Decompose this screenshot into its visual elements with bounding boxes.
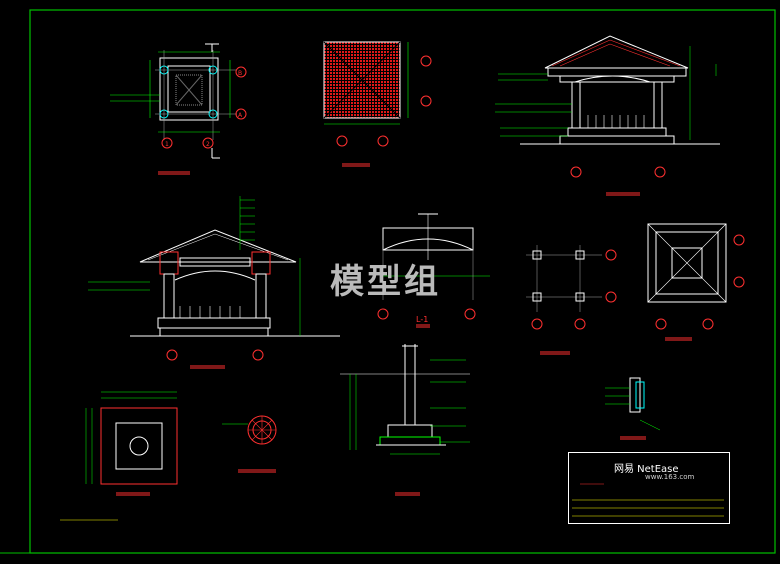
title-block-brand: 网易 NetEase (614, 464, 679, 475)
watermark-text: 模型组 (330, 262, 441, 302)
sheet-border (29, 9, 776, 554)
title-block-url: www.163.com (645, 473, 695, 481)
beam-l1-detail (377, 213, 490, 328)
title-block (568, 452, 730, 524)
title-block-lines (572, 483, 724, 517)
roof-framing-plan (647, 223, 745, 341)
pavilion-elevation (495, 35, 720, 196)
column-layout-plan (526, 245, 617, 355)
column-base-detail (60, 391, 178, 521)
eave-detail (605, 377, 661, 440)
pavilion-plan-view (110, 43, 247, 175)
pavilion-section (88, 196, 340, 369)
foundation-section (340, 344, 470, 496)
column-cross-section (222, 415, 277, 473)
roof-tile-plan (323, 41, 432, 167)
